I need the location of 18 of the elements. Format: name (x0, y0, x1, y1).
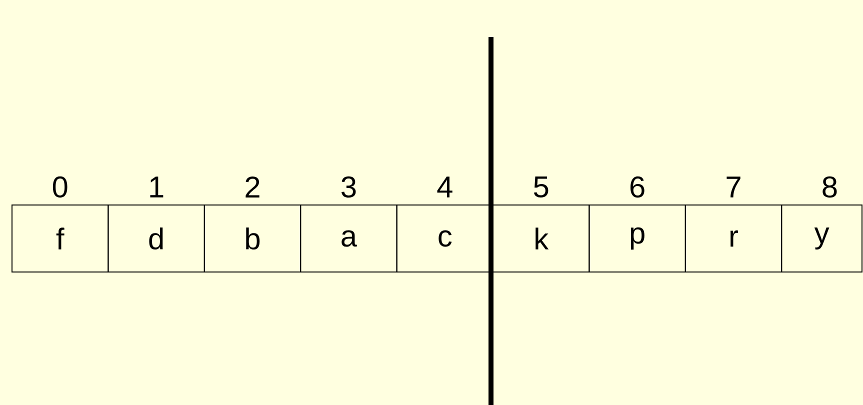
array-cell: p (588, 204, 686, 272)
array-cell: d (108, 204, 205, 272)
array-cell: a (300, 204, 398, 272)
array-cell: b (204, 204, 302, 272)
index-label: 5 (534, 176, 548, 198)
index-label: 7 (726, 176, 740, 198)
index-label: 2 (246, 176, 260, 198)
index-label: 3 (342, 176, 356, 198)
array-cell: r (684, 204, 782, 272)
index-label: 1 (150, 176, 164, 198)
array-cell: k (492, 204, 590, 272)
array-cell: y (781, 204, 862, 272)
index-label: 4 (437, 176, 452, 198)
index-label: 6 (630, 176, 644, 198)
array-cell: f (12, 204, 109, 272)
array-cell: c (396, 204, 494, 272)
index-label: 8 (822, 176, 837, 198)
index-label: 0 (52, 176, 68, 198)
